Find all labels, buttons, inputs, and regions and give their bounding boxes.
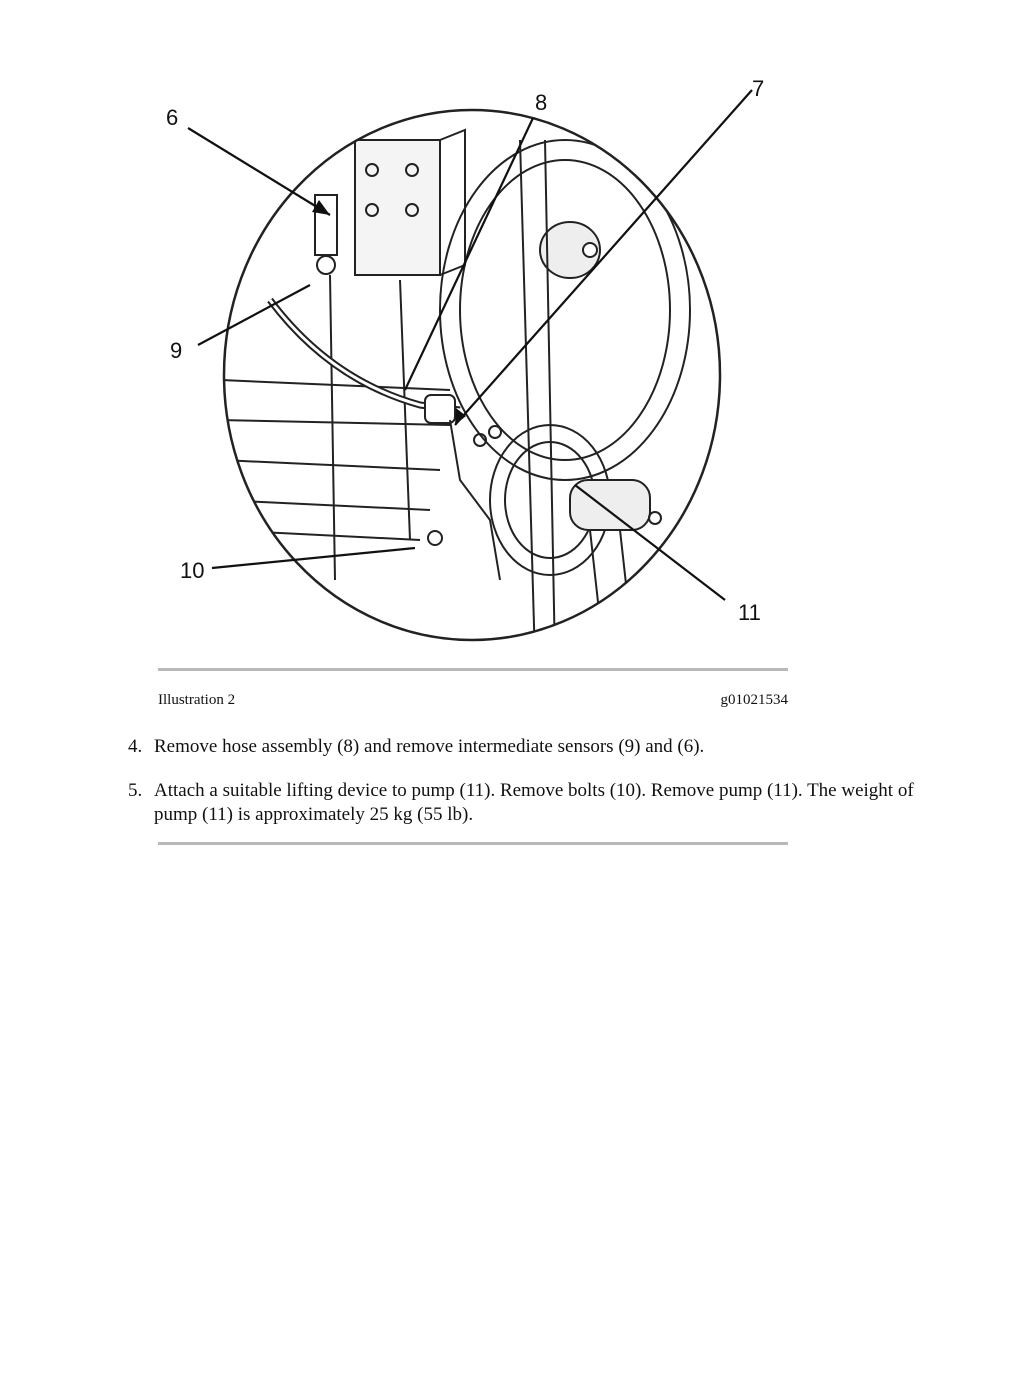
caption-code: g01021534 [720,692,789,708]
step-number: 4. [128,736,143,757]
callout-8: 8 [535,90,547,115]
figure-caption: Illustration 2 g01021534 [158,692,788,709]
pump-drawing [224,110,720,640]
callout-11: 11 [738,600,761,625]
caption-divider-top [158,668,788,671]
step-item: 5. Attach a suitable lifting device to p… [128,779,918,827]
step-text: Attach a suitable lifting device to pump… [154,780,914,825]
step-number: 5. [128,780,143,801]
leader-lines [187,89,753,601]
callout-7: 7 [752,76,764,101]
callout-10: 10 [180,558,204,583]
step-item: 4. Remove hose assembly (8) and remove i… [128,735,918,759]
arrow-heads [312,200,466,425]
step-text: Remove hose assembly (8) and remove inte… [154,736,705,757]
illustration-figure: 6 8 7 9 10 11 [150,60,810,660]
caption-label: Illustration 2 [158,692,236,708]
callout-9: 9 [170,338,182,363]
section-divider-bottom [158,842,788,845]
callout-6: 6 [166,105,178,130]
procedure-steps: 4. Remove hose assembly (8) and remove i… [128,735,918,847]
